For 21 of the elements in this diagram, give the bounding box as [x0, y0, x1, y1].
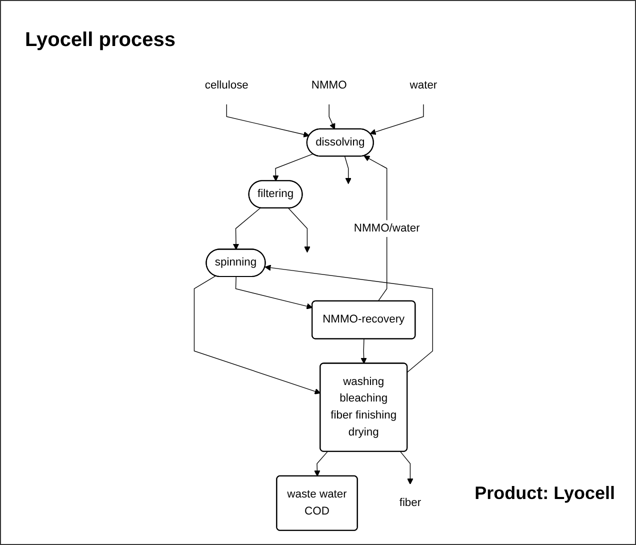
- node-text: fiber: [399, 496, 422, 509]
- arrow: [232, 208, 261, 250]
- diagram-title: Lyocell process: [25, 29, 176, 52]
- arrow: [194, 276, 321, 394]
- arrow: [360, 338, 367, 364]
- node-text: NMMO: [311, 79, 347, 92]
- arrow: [314, 451, 328, 476]
- arrow: [264, 264, 433, 373]
- note-text: Product: Lyocell: [474, 483, 615, 504]
- arrow: [272, 154, 314, 182]
- arrow: [364, 156, 388, 302]
- edge-label: NMMO/water: [354, 222, 420, 234]
- arrow: [235, 276, 313, 310]
- arrow: [344, 156, 352, 184]
- node-text: water: [410, 79, 438, 92]
- node-text: cellulose: [204, 79, 248, 92]
- arrow: [400, 451, 414, 485]
- arrow: [328, 104, 336, 130]
- arrow: [370, 104, 424, 135]
- arrow: [226, 104, 310, 138]
- arrow: [288, 208, 310, 253]
